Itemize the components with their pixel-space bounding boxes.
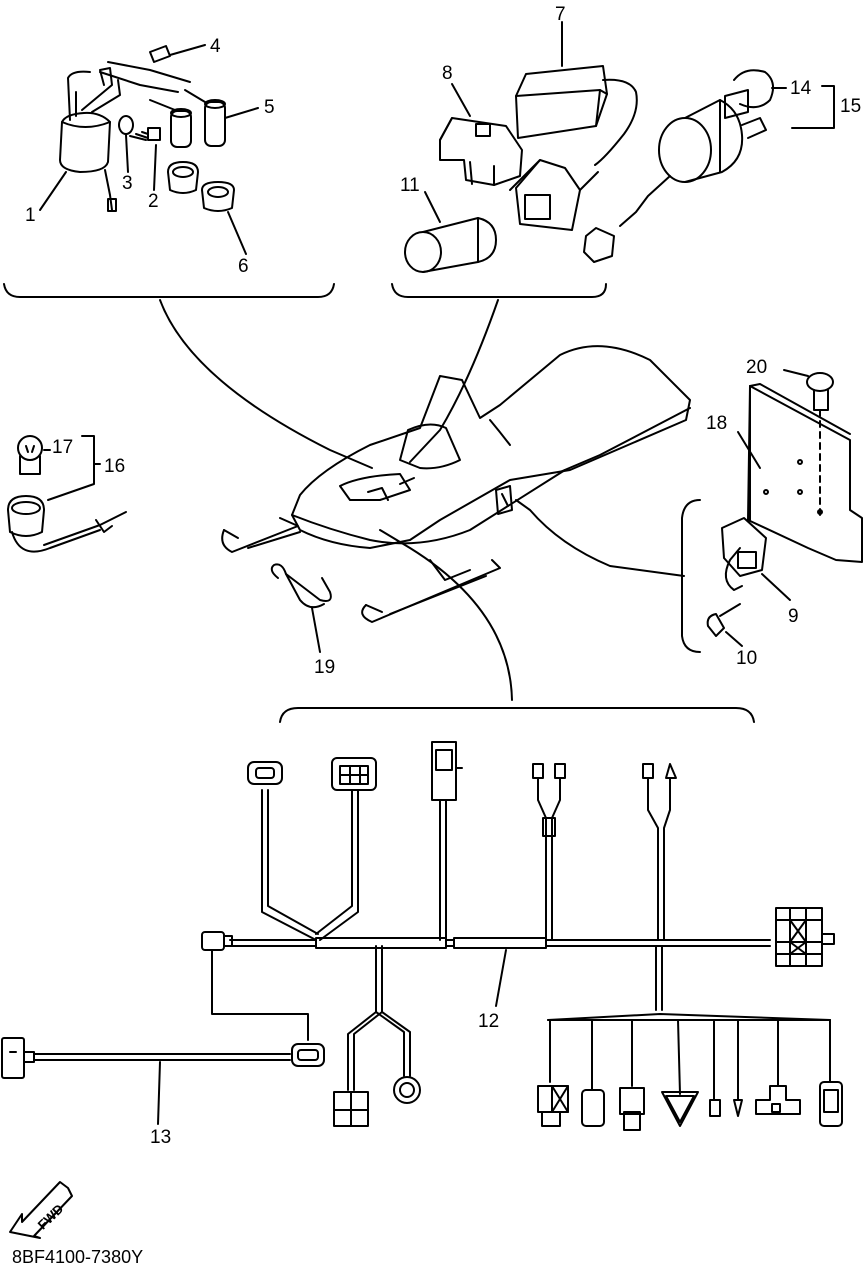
spark-plug-caps — [99, 61, 226, 148]
lead-wire — [1, 1037, 291, 1079]
headlight-bulb — [17, 435, 43, 475]
part-label-4: 4 — [210, 36, 221, 57]
hose-clamp — [270, 563, 332, 609]
part-label-16: 16 — [104, 456, 125, 477]
bolt — [129, 127, 161, 141]
part-label-8: 8 — [442, 63, 453, 84]
leader-19 — [311, 607, 321, 653]
callout-harness-to-frame — [379, 529, 513, 701]
frame-connector-b — [399, 477, 415, 485]
leader-12 — [495, 949, 507, 1007]
leader-3 — [125, 134, 129, 173]
frame-coil-mark — [495, 485, 513, 515]
cdi-bracket — [439, 117, 523, 186]
part-label-14: 14 — [790, 78, 812, 99]
relay — [721, 517, 767, 591]
part-label-6: 6 — [238, 256, 249, 277]
part-label-2: 2 — [148, 191, 159, 212]
leader-20 — [783, 369, 809, 377]
leader-16 — [47, 435, 95, 501]
part-label-9: 9 — [788, 606, 799, 627]
leader-9 — [761, 573, 791, 601]
callout-cdi-to-frame — [409, 299, 499, 463]
part-label-12: 12 — [478, 1011, 499, 1032]
fwd-arrow-icon — [9, 1181, 73, 1239]
part-label-18: 18 — [706, 413, 727, 434]
leader-13 — [157, 1061, 161, 1125]
leader-15 — [791, 85, 835, 129]
leader-4 — [169, 44, 206, 56]
key — [724, 69, 775, 119]
part-label-7: 7 — [555, 4, 566, 25]
washer — [118, 115, 134, 135]
frame-connector-a — [367, 487, 389, 501]
bracket-ignition-group — [3, 283, 335, 298]
part-code: 8BF4100-7380Y — [12, 1247, 144, 1267]
part-label-1: 1 — [25, 205, 36, 226]
ignition-coil — [59, 67, 121, 212]
part-label-17: 17 — [52, 437, 73, 458]
part-label-19: 19 — [314, 657, 335, 678]
part-label-10: 10 — [736, 648, 757, 669]
regulator — [404, 159, 599, 273]
clip — [149, 45, 171, 63]
part-label-11: 11 — [400, 175, 420, 196]
bracket-relay-group — [681, 499, 701, 653]
bracket-cdi-group — [391, 283, 607, 298]
cdi-unit — [515, 65, 638, 166]
leader-2 — [153, 144, 157, 191]
grommets — [167, 161, 235, 212]
leader-8 — [451, 83, 471, 117]
leader-10 — [725, 631, 743, 647]
leader-18 — [737, 431, 761, 469]
main-switch — [583, 99, 767, 263]
part-label-20: 20 — [746, 357, 767, 378]
snowmobile-frame — [221, 345, 691, 623]
leader-11 — [424, 191, 441, 223]
part-label-15: 15 — [840, 96, 861, 117]
leader-6 — [227, 211, 247, 255]
leader-1 — [39, 171, 67, 211]
relay-screw — [706, 603, 741, 637]
part-label-5: 5 — [264, 97, 275, 118]
callout-switch-to-frame — [515, 499, 685, 577]
bulb-socket — [7, 495, 127, 553]
part-label-3: 3 — [122, 173, 133, 194]
mounting-plate — [747, 383, 863, 563]
plate-bolt — [806, 372, 834, 521]
part-label-13: 13 — [150, 1127, 171, 1148]
leader-5 — [224, 107, 259, 119]
bracket-harness — [279, 707, 755, 723]
wire-harness — [201, 741, 843, 1131]
callout-ignition-to-frame — [159, 299, 373, 469]
